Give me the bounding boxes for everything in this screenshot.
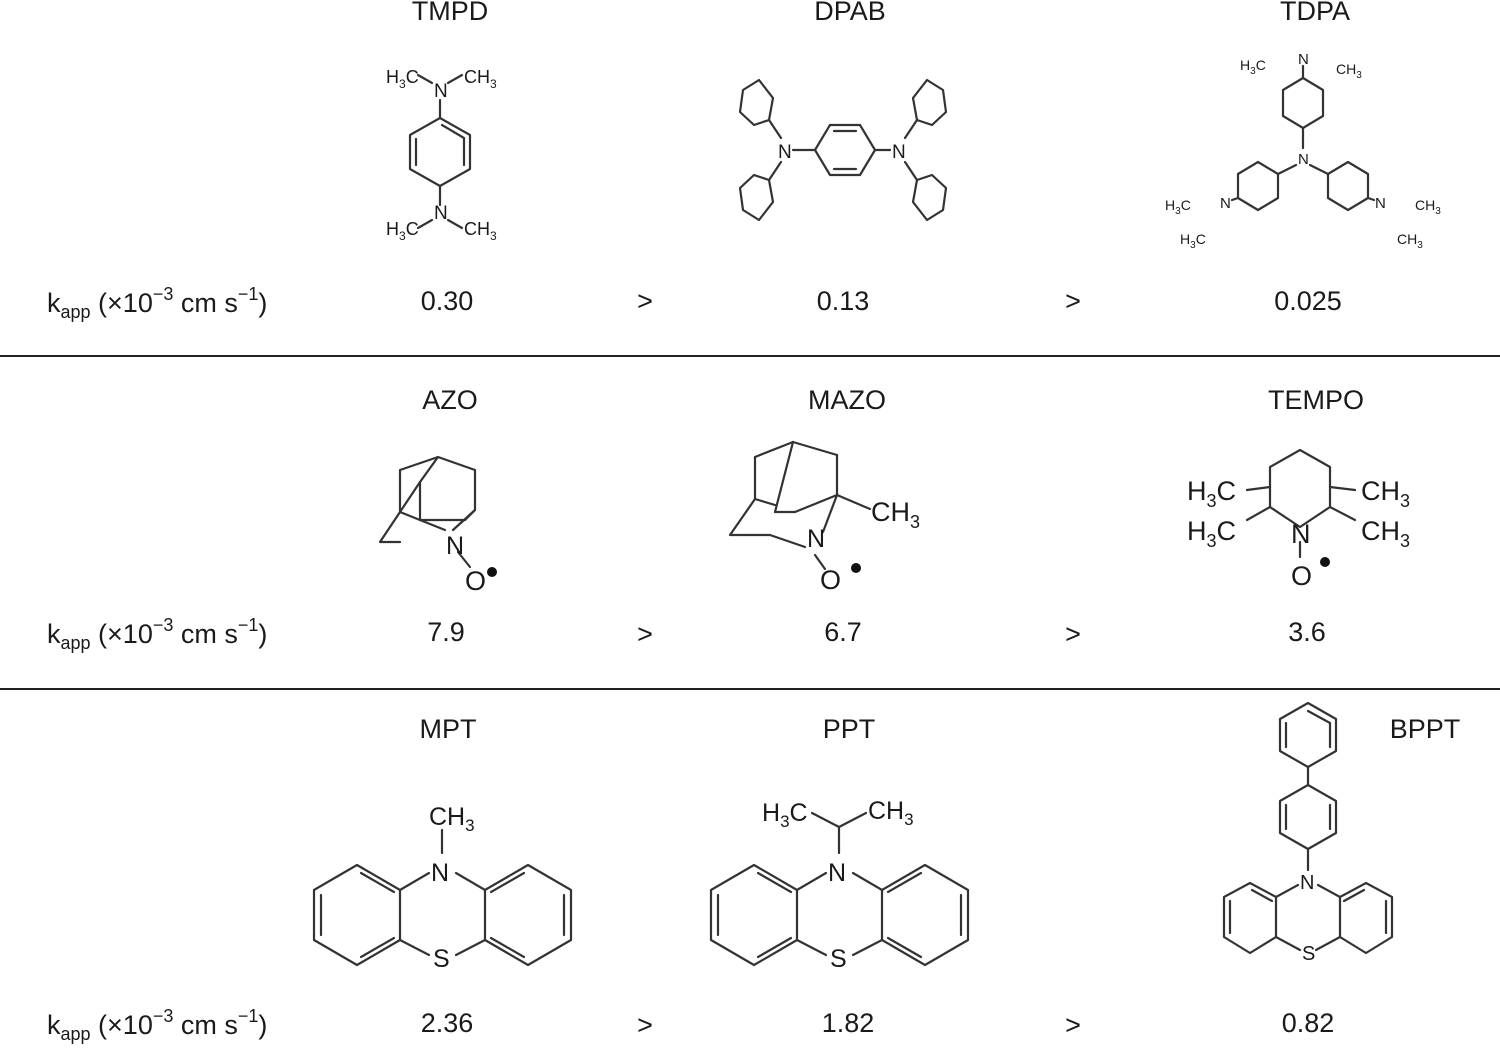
svg-text:CH3: CH3 xyxy=(1415,197,1441,217)
mazo-structure: N O CH3 xyxy=(728,440,920,595)
svg-text:S: S xyxy=(433,945,450,973)
svg-text:H3C: H3C xyxy=(1187,516,1236,551)
svg-text:CH3: CH3 xyxy=(429,803,475,835)
greater-than-sign: > xyxy=(637,619,653,649)
kapp-value-azo: 7.9 xyxy=(427,617,465,647)
svg-text:N: N xyxy=(807,525,825,553)
kapp-label: kapp (×10−3 cm s−1) xyxy=(47,284,268,322)
svg-text:CH3: CH3 xyxy=(1361,476,1410,511)
svg-text:O: O xyxy=(1291,561,1312,591)
kapp-label: kapp (×10−3 cm s−1) xyxy=(47,615,268,653)
kapp-value-ppt: 1.82 xyxy=(821,1008,875,1038)
svg-text:N: N xyxy=(434,81,448,102)
compound-name-azo: AZO xyxy=(422,385,478,415)
svg-text:N: N xyxy=(1298,51,1309,68)
svg-text:N: N xyxy=(828,859,846,887)
svg-text:CH3: CH3 xyxy=(464,67,497,91)
svg-text:N: N xyxy=(446,532,464,560)
kapp-value-tempo: 3.6 xyxy=(1288,617,1326,647)
kapp-label: kapp (×10−3 cm s−1) xyxy=(47,1006,268,1044)
greater-than-sign: > xyxy=(1065,1010,1081,1040)
svg-text:CH3: CH3 xyxy=(1336,61,1362,81)
svg-text:N: N xyxy=(1300,872,1314,894)
row-amines: TMPD DPAB TDPA N N H3C CH3 H3C CH3 N N xyxy=(0,0,1500,357)
greater-than-sign: > xyxy=(1065,286,1081,316)
compound-name-ppt: PPT xyxy=(822,714,876,744)
svg-text:CH3: CH3 xyxy=(464,219,497,243)
greater-than-sign: > xyxy=(637,286,653,316)
compound-name-dpab: DPAB xyxy=(814,0,886,26)
svg-text:N: N xyxy=(1375,195,1386,212)
svg-text:H3C: H3C xyxy=(1187,476,1236,511)
kapp-value-dpab: 0.13 xyxy=(816,286,870,316)
svg-text:H3C: H3C xyxy=(1240,57,1266,77)
compound-name-tempo: TEMPO xyxy=(1267,385,1365,415)
svg-text:CH3: CH3 xyxy=(871,497,920,532)
compound-name-bppt: BPPT xyxy=(1389,714,1461,744)
compound-name-mpt: MPT xyxy=(419,714,477,744)
row-nitroxyls: AZO MAZO TEMPO N O N O CH3 N O H3C H3C xyxy=(0,357,1500,690)
svg-text:O: O xyxy=(820,565,841,595)
svg-text:S: S xyxy=(830,945,847,973)
kapp-value-mpt: 2.36 xyxy=(420,1008,474,1038)
compound-name-mazo: MAZO xyxy=(808,385,886,415)
svg-text:CH3: CH3 xyxy=(868,797,914,829)
svg-text:H3C: H3C xyxy=(386,219,419,243)
svg-text:N: N xyxy=(892,142,906,163)
mpt-structure: CH3 N S xyxy=(312,803,573,973)
tmpd-structure: N N H3C CH3 H3C CH3 xyxy=(386,67,497,243)
svg-text:N: N xyxy=(431,859,449,887)
tdpa-structure: N N N N H3C CH3 H3C H3C CH3 CH3 xyxy=(1165,51,1441,251)
row-phenothiazines: MPT PPT BPPT CH3 N S H3C CH3 N S xyxy=(0,690,1500,1048)
greater-than-sign: > xyxy=(1065,619,1081,649)
svg-text:S: S xyxy=(1302,943,1315,965)
svg-text:H3C: H3C xyxy=(1180,231,1206,251)
bppt-structure: N S xyxy=(1222,701,1394,965)
svg-text:N: N xyxy=(778,142,792,163)
section-divider xyxy=(0,688,1500,690)
kapp-value-tdpa: 0.025 xyxy=(1274,286,1342,316)
tempo-structure: N O H3C H3C CH3 CH3 xyxy=(1187,448,1410,591)
svg-text:H3C: H3C xyxy=(386,67,419,91)
azo-structure: N O xyxy=(378,455,497,596)
kapp-value-mazo: 6.7 xyxy=(824,617,862,647)
svg-text:CH3: CH3 xyxy=(1397,231,1423,251)
svg-text:O: O xyxy=(465,566,486,596)
dpab-structure: N N xyxy=(738,78,948,222)
svg-text:H3C: H3C xyxy=(762,799,808,831)
svg-text:N: N xyxy=(1220,195,1231,212)
compound-name-tdpa: TDPA xyxy=(1279,0,1351,26)
kapp-value-bppt: 0.82 xyxy=(1281,1008,1335,1038)
kapp-value-tmpd: 0.30 xyxy=(420,286,474,316)
svg-text:N: N xyxy=(1291,519,1311,549)
compound-name-tmpd: TMPD xyxy=(411,0,489,26)
svg-text:CH3: CH3 xyxy=(1361,516,1410,551)
svg-text:N: N xyxy=(1298,151,1309,168)
greater-than-sign: > xyxy=(637,1010,653,1040)
ppt-structure: H3C CH3 N S xyxy=(709,797,970,973)
svg-text:N: N xyxy=(434,203,448,224)
svg-text:H3C: H3C xyxy=(1165,197,1191,217)
section-divider xyxy=(0,355,1500,357)
